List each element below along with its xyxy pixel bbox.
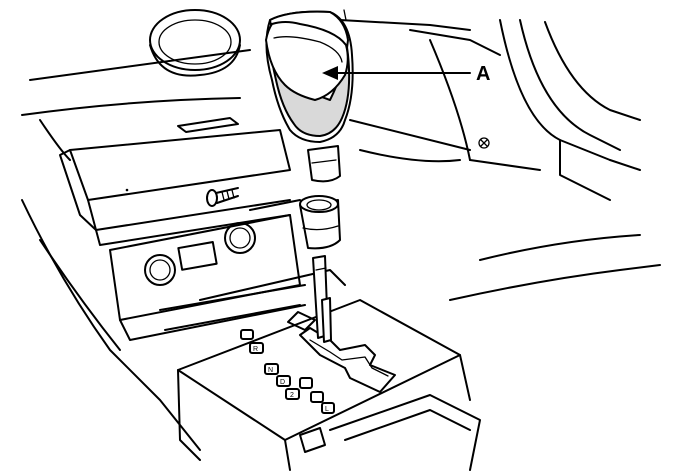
gear-position-n: N xyxy=(264,363,279,375)
screw-icon xyxy=(206,187,239,207)
door-panel xyxy=(449,19,661,301)
center-panel xyxy=(59,129,291,246)
gear-position-d: D xyxy=(276,375,313,389)
gear-position-p xyxy=(240,329,254,340)
shift-lever xyxy=(312,255,332,343)
svg-text:R: R xyxy=(253,346,258,353)
console-side xyxy=(21,199,306,451)
svg-text:D: D xyxy=(280,379,285,386)
cup-holder xyxy=(149,9,241,77)
gear-position-2: 2 xyxy=(285,388,324,403)
knob-bushing xyxy=(299,195,341,250)
lower-tray xyxy=(299,394,481,471)
callout-a: A xyxy=(322,63,490,85)
dash-vent xyxy=(177,117,239,133)
control-panel xyxy=(109,199,306,341)
dashboard-outline xyxy=(21,19,541,171)
svg-text:N: N xyxy=(268,367,273,374)
gear-position-l: L xyxy=(321,402,335,414)
shift-knob xyxy=(265,9,354,183)
gear-indicator: R N D 2 L xyxy=(240,329,335,414)
shift-gate xyxy=(287,311,396,393)
svg-text:L: L xyxy=(325,406,329,413)
gear-position-r: R xyxy=(249,342,264,354)
svg-text:2: 2 xyxy=(290,392,294,399)
callout-label: A xyxy=(476,63,490,85)
shifter-base xyxy=(177,269,471,471)
